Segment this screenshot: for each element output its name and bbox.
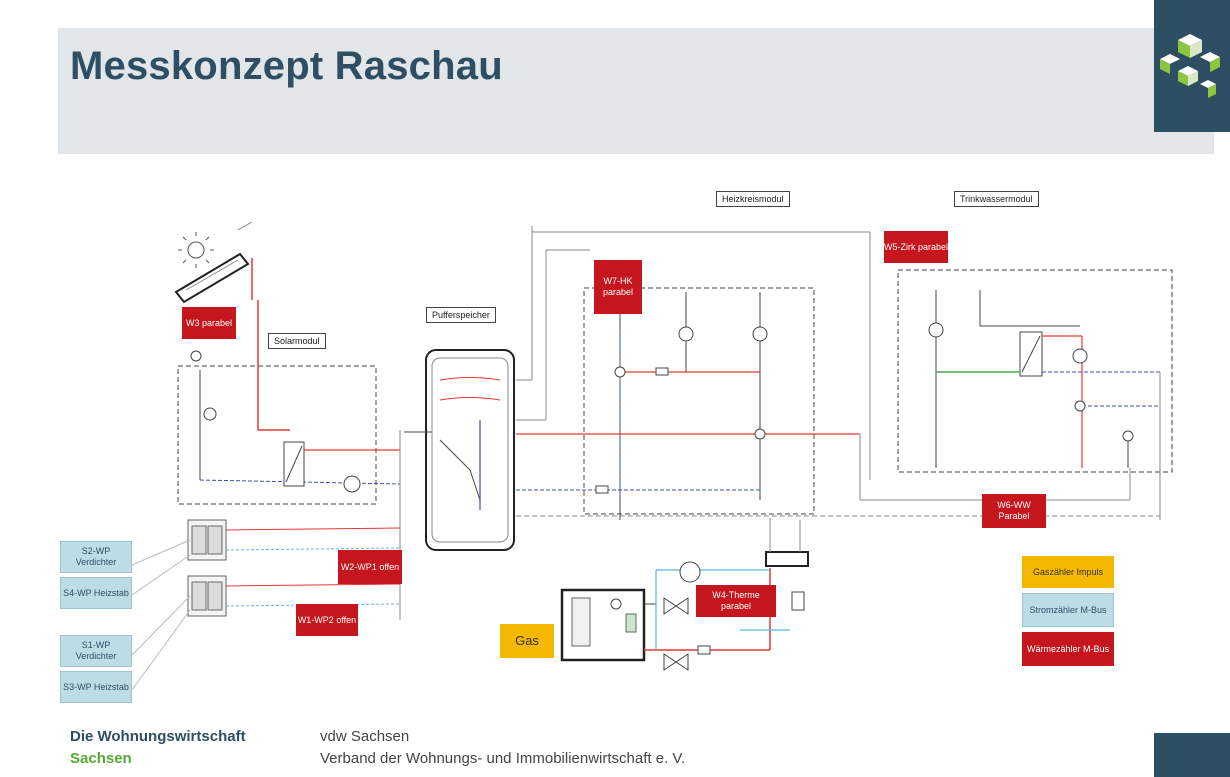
pump-icon (190, 350, 202, 362)
header-band (58, 28, 1214, 154)
pump-icon (203, 407, 217, 421)
electricity-meter-s3: S3-WP Heizstab (60, 671, 132, 703)
meter-w4: W4-Therme parabel (696, 585, 776, 617)
heizkreismodul-label: Heizkreismodul (716, 191, 790, 207)
electricity-meter-s2: S2-WP Verdichter (60, 541, 132, 573)
pump-icon (343, 475, 361, 493)
mixer-valve-icon (1074, 400, 1086, 412)
meter-symbol (791, 591, 805, 611)
solarmodul-box (177, 365, 377, 505)
meter-w1: W1-WP2 offen (296, 604, 358, 636)
solarmodul-label: Solarmodul (268, 333, 326, 349)
footer-association: vdw Sachsen Verband der Wohnungs- und Im… (320, 726, 685, 770)
logo-icon (1160, 34, 1220, 98)
trinkwassermodul-box (897, 269, 1173, 473)
heat-pump-unit-1 (187, 519, 227, 561)
mixer-valve-icon (754, 428, 766, 440)
trinkwassermodul-label: Trinkwassermodul (954, 191, 1039, 207)
meter-symbol (697, 645, 711, 655)
meter-w3: W3 parabel (182, 307, 236, 339)
electricity-meter-s4: S4-WP Heizstab (60, 577, 132, 609)
meter-w7: W7-HK parabel (594, 260, 642, 314)
footer-org-region: Sachsen (70, 750, 132, 767)
legend-electricity-meter: Stromzähler M-Bus (1022, 593, 1114, 627)
page-title: Messkonzept Raschau (70, 44, 503, 88)
mixer-valve-icon (1122, 430, 1134, 442)
hydraulic-separator (765, 551, 809, 567)
footer-org-name: Die Wohnungswirtschaft (70, 728, 246, 745)
sensor-line (237, 221, 253, 231)
pump-icon (928, 322, 944, 338)
pump-icon (752, 326, 768, 342)
footer-assoc-short: vdw Sachsen (320, 728, 410, 745)
legend-gas-meter: Gaszähler Impuls (1022, 556, 1114, 588)
mixer-valve-icon (614, 366, 626, 378)
meter-symbol (595, 485, 609, 494)
meter-w2: W2-WP1 offen (338, 550, 402, 584)
corner-box (1154, 733, 1230, 777)
heat-pump-unit-2 (187, 575, 227, 617)
pufferspeicher-label: Pufferspeicher (426, 307, 496, 323)
buffer-tank (425, 349, 515, 551)
footer-assoc-full: Verband der Wohnungs- und Immobilienwirt… (320, 750, 686, 767)
pump-icon (678, 326, 694, 342)
legend-heat-meter: Wärmezähler M-Bus (1022, 632, 1114, 666)
gas-supply-label: Gas (500, 624, 554, 658)
footer-organization: Die Wohnungswirtschaft Sachsen (70, 726, 246, 770)
pump-icon (1072, 348, 1088, 364)
expansion-vessel-icon (679, 561, 701, 583)
electricity-meter-s1: S1-WP Verdichter (60, 635, 132, 667)
valve-icon (663, 653, 689, 671)
logo-box (1154, 0, 1230, 132)
meter-w5: W5-Zirk parabel (884, 231, 948, 263)
valve-icon (663, 597, 689, 615)
meter-w6: W6-WW Parabel (982, 494, 1046, 528)
solar-collector-icon (174, 252, 250, 304)
meter-symbol (655, 367, 669, 376)
sun-icon (178, 232, 214, 268)
heizkreismodul-box (583, 287, 815, 515)
